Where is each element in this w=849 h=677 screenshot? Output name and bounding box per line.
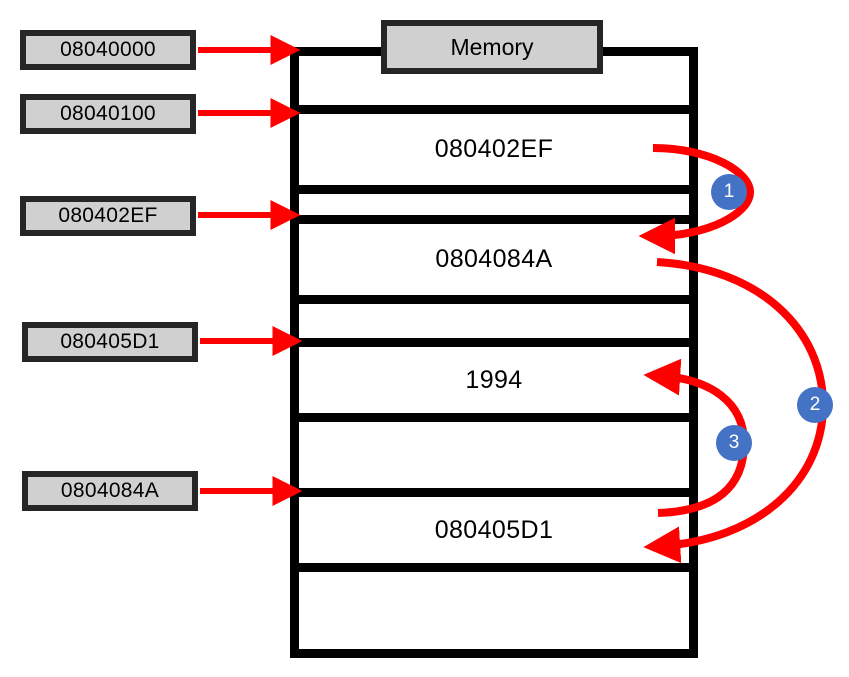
step-badge-number: 1 — [723, 181, 735, 202]
memory-title-box: Memory — [381, 20, 603, 74]
step-badge-number: 3 — [728, 432, 740, 453]
address-label-080402EF: 080402EF — [20, 196, 196, 236]
address-label-08040100: 08040100 — [20, 94, 196, 134]
step-badge-3: 3 — [716, 425, 752, 461]
address-label-080405D1: 080405D1 — [22, 322, 198, 362]
address-label-text: 080405D1 — [60, 330, 160, 353]
memory-row-divider — [290, 488, 698, 497]
address-label-0804084A: 0804084A — [22, 471, 198, 511]
memory-row-divider — [290, 338, 698, 347]
address-label-08040000: 08040000 — [20, 30, 196, 70]
address-label-text: 0804084A — [60, 479, 160, 502]
step-badge-2: 2 — [797, 387, 833, 423]
address-label-text: 08040100 — [60, 102, 156, 125]
step-badge-number: 2 — [809, 394, 821, 415]
address-label-text: 08040000 — [60, 38, 156, 61]
address-label-text: 080402EF — [58, 204, 158, 227]
memory-row-divider — [290, 185, 698, 194]
memory-row-divider — [290, 215, 698, 224]
memory-row-divider — [290, 563, 698, 572]
memory-row-divider — [290, 413, 698, 422]
step-badge-1: 1 — [711, 174, 747, 210]
memory-row-divider — [290, 295, 698, 304]
memory-row-divider — [290, 105, 698, 114]
memory-title-text: Memory — [450, 33, 534, 60]
